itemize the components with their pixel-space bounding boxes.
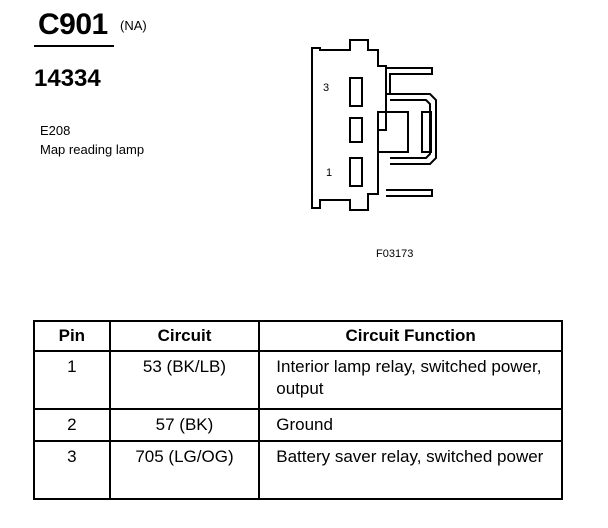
header-circuit: Circuit <box>108 320 261 352</box>
cell-circuit: 705 (LG/OG) <box>108 440 261 500</box>
header-circuit-function: Circuit Function <box>258 320 563 352</box>
latch-frame-inner <box>390 99 431 159</box>
cell-pin: 2 <box>33 408 111 442</box>
cell-function: Battery saver relay, switched power <box>258 440 563 500</box>
latch-arm-bottom <box>386 189 433 197</box>
latch-tab <box>421 111 432 153</box>
figure-id: F03173 <box>376 248 414 260</box>
terminal-cavity-pin-1 <box>349 157 363 187</box>
lock-window <box>377 111 409 153</box>
cell-circuit: 57 (BK) <box>108 408 261 442</box>
component-description: Map reading lamp <box>40 142 145 157</box>
header-pin: Pin <box>33 320 111 352</box>
latch-arm-top <box>386 67 433 95</box>
part-number: 14334 <box>34 65 101 92</box>
connector-face-diagram <box>311 39 437 211</box>
table-row: 1 53 (BK/LB) Interior lamp relay, switch… <box>33 350 563 410</box>
pin-label-3: 3 <box>323 82 330 94</box>
connector-id: C901 <box>38 8 108 41</box>
terminal-cavity-pin-2 <box>349 117 363 143</box>
cell-pin: 1 <box>33 350 111 410</box>
table-row: 3 705 (LG/OG) Battery saver relay, switc… <box>33 440 563 500</box>
cell-function: Interior lamp relay, switched power, out… <box>258 350 563 410</box>
component-code: E208 <box>40 123 71 138</box>
cell-function: Ground <box>258 408 563 442</box>
connector-id-underline <box>34 45 114 47</box>
pin-table: Pin Circuit Circuit Function 1 53 (BK/LB… <box>33 320 563 500</box>
pin-label-1: 1 <box>326 167 333 179</box>
cell-circuit: 53 (BK/LB) <box>108 350 261 410</box>
table-header-row: Pin Circuit Circuit Function <box>33 320 563 352</box>
table-row: 2 57 (BK) Ground <box>33 408 563 442</box>
latch-frame <box>390 93 437 165</box>
connector-housing-outline <box>311 39 387 211</box>
connector-variant: (NA) <box>120 18 147 33</box>
cell-pin: 3 <box>33 440 111 500</box>
terminal-cavity-pin-3 <box>349 77 363 107</box>
